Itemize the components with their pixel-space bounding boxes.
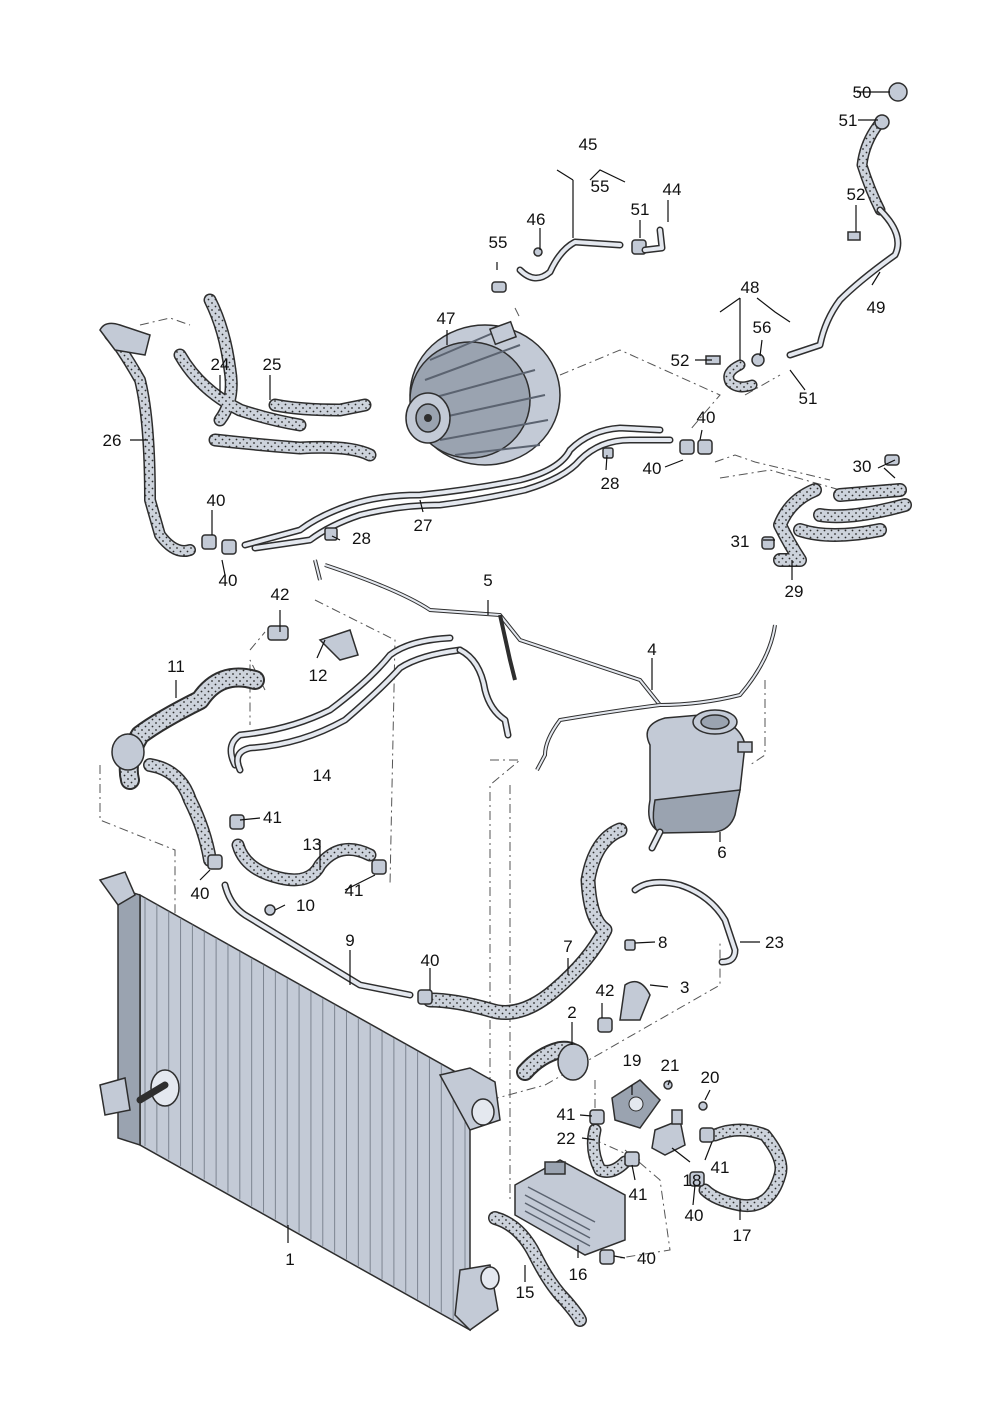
callout-14: 14 [313, 766, 332, 785]
callout-28b: 28 [601, 474, 620, 493]
callout-40f: 40 [421, 951, 440, 970]
callout-20: 20 [701, 1068, 720, 1087]
callout-40b: 40 [219, 571, 238, 590]
callout-46: 46 [527, 210, 546, 229]
callout-56: 56 [753, 318, 772, 337]
callout-13: 13 [303, 835, 322, 854]
callout-5: 5 [483, 571, 492, 590]
callout-51a: 51 [839, 111, 858, 130]
callout-17: 17 [733, 1226, 752, 1245]
callout-24: 24 [211, 355, 230, 374]
callout-40a: 40 [207, 491, 226, 510]
callout-41d: 41 [629, 1185, 648, 1204]
callout-41a: 41 [263, 808, 282, 827]
callout-4: 4 [647, 640, 656, 659]
callout-42a: 42 [271, 585, 290, 604]
radiator [98, 871, 501, 1332]
callout-41c: 41 [557, 1105, 576, 1124]
callout-48: 48 [741, 278, 760, 297]
callout-40d: 40 [643, 459, 662, 478]
callout-29: 29 [785, 582, 804, 601]
callout-18: 18 [683, 1171, 702, 1190]
callout-41e: 41 [711, 1158, 730, 1177]
callout-6: 6 [717, 843, 726, 862]
callout-12: 12 [309, 666, 328, 685]
callout-3: 3 [680, 978, 689, 997]
callout-47: 47 [437, 309, 456, 328]
callout-49: 49 [867, 298, 886, 317]
rigid-pipes [221, 206, 902, 999]
callout-11: 11 [167, 657, 185, 676]
callout-51c: 51 [799, 389, 818, 408]
callout-42b: 42 [596, 981, 615, 1000]
callout-50: 50 [853, 83, 872, 102]
callout-19: 19 [623, 1051, 642, 1070]
callout-labels: 1 2 3 4 5 6 7 8 9 10 11 12 13 14 15 16 1… [103, 83, 886, 1302]
callout-55a: 55 [489, 233, 508, 252]
callout-7: 7 [563, 937, 572, 956]
auxiliary-pump-and-valve [611, 1079, 686, 1156]
callout-25: 25 [263, 355, 282, 374]
callout-28a: 28 [352, 529, 371, 548]
oil-cooler [514, 1159, 626, 1256]
callout-26: 26 [103, 431, 122, 450]
callout-52b: 52 [671, 351, 690, 370]
callout-40g: 40 [685, 1206, 704, 1225]
callout-21: 21 [661, 1056, 680, 1075]
clamps-and-fasteners [201, 82, 908, 1265]
callout-45: 45 [579, 135, 598, 154]
callout-40e: 40 [191, 884, 210, 903]
flexible-hoses [99, 114, 912, 1327]
coolant-expansion-tank [646, 709, 753, 852]
callout-55b: 55 [591, 177, 610, 196]
callout-8: 8 [658, 933, 667, 952]
callout-44: 44 [663, 180, 682, 199]
callout-40h: 40 [637, 1249, 656, 1268]
callout-9: 9 [345, 931, 354, 950]
callout-51b: 51 [631, 200, 650, 219]
callout-30: 30 [853, 457, 872, 476]
callout-1: 1 [285, 1250, 294, 1269]
callout-15: 15 [516, 1283, 535, 1302]
callout-27: 27 [414, 516, 433, 535]
callout-52a: 52 [847, 185, 866, 204]
callout-22: 22 [557, 1129, 576, 1148]
callout-31: 31 [731, 532, 750, 551]
callout-23: 23 [765, 933, 784, 952]
alternator [405, 320, 561, 466]
callout-16: 16 [569, 1265, 588, 1284]
callout-2: 2 [567, 1003, 576, 1022]
callout-40c: 40 [697, 408, 716, 427]
callout-10: 10 [296, 896, 315, 915]
leader-lines [130, 91, 896, 1282]
callout-41b: 41 [345, 881, 364, 900]
